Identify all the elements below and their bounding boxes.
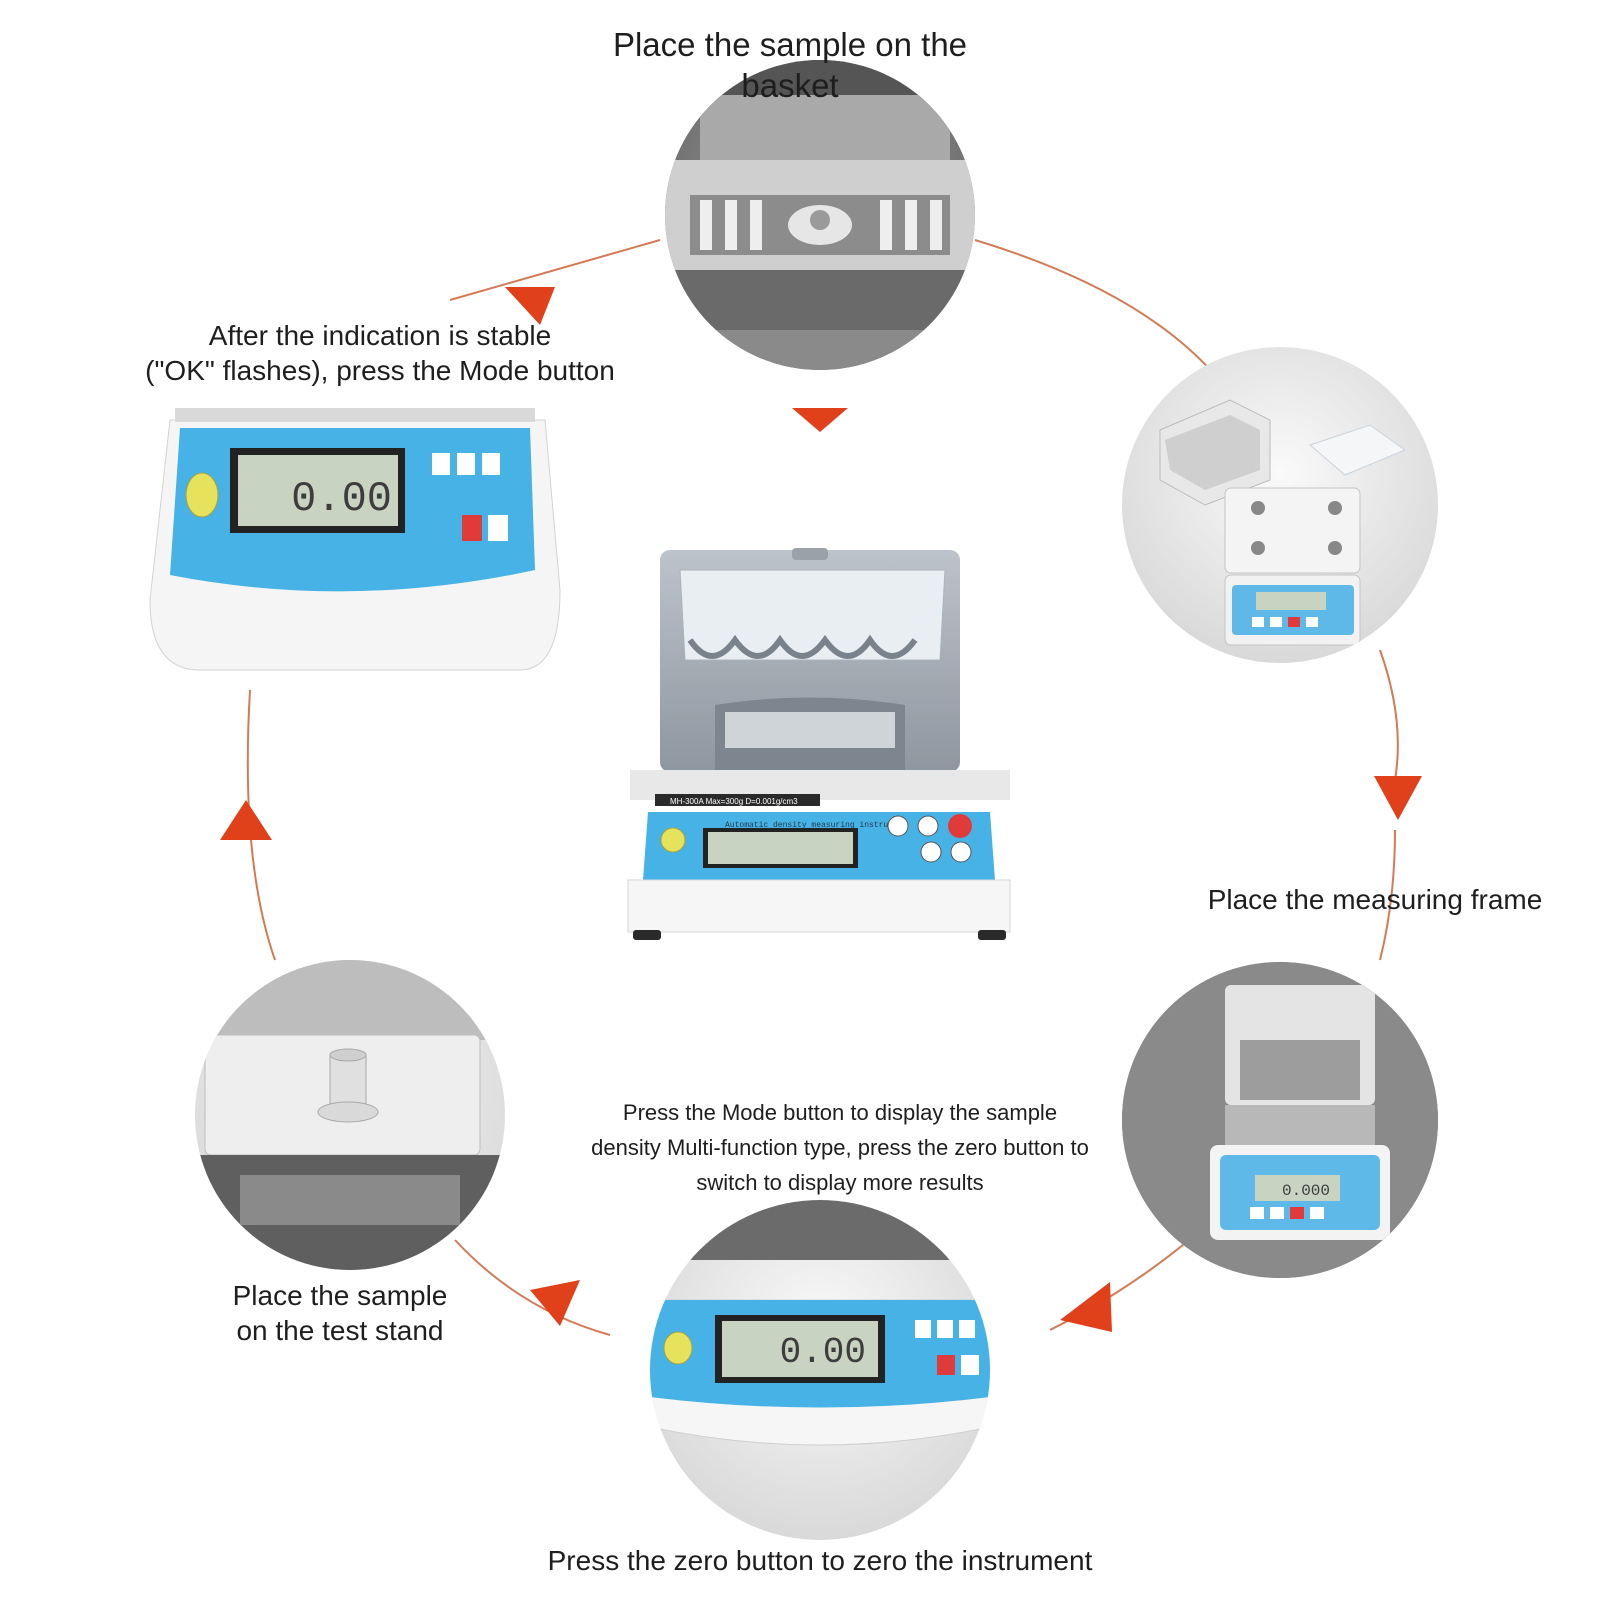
step-frame-caption: Place the measuring frame (1207, 884, 1543, 915)
test-stand-photo (195, 960, 505, 1270)
step-stand-caption: Place the sample on the test stand (190, 1278, 490, 1348)
frame-lcd-reading: 0.000 (1282, 1182, 1330, 1200)
step-stand-line: on the test stand (236, 1315, 444, 1346)
step-mode-display-line: density Multi-function type, press the z… (591, 1135, 1089, 1161)
arrow-left-icon (530, 1280, 580, 1326)
step-mode-display-line: switch to display more results (696, 1170, 984, 1196)
basket-photo (665, 60, 975, 370)
mode-lcd-reading: 0.00 (291, 475, 392, 523)
density-instrument-photo: MH-300A Max=300g D=0.001g/cm3 Automatic … (627, 548, 1011, 940)
arrow-up-right-icon (505, 287, 555, 325)
cycle-connectors (246, 239, 1399, 1336)
step-ok-caption: After the indication is stable ("OK" fla… (100, 318, 660, 388)
panel-title: Automatic density measuring instrument (725, 821, 907, 830)
step-zero-caption: Press the zero button to zero the instru… (547, 1545, 1093, 1576)
mode-panel-photo: 0.00 (149, 408, 561, 671)
zero-lcd-reading: 0.00 (780, 1332, 866, 1373)
step-ok-line: After the indication is stable (208, 320, 552, 351)
arrow-up-icon (220, 800, 272, 840)
assembled-frame-photo: 0.000 (1122, 962, 1438, 1278)
direction-arrows (220, 287, 1422, 1332)
model-strip: MH-300A Max=300g D=0.001g/cm3 (670, 797, 798, 806)
step-mode-display-line: Press the Mode button to display the sam… (622, 1100, 1058, 1125)
zero-panel-photo: 0.00 (650, 1200, 990, 1540)
arrow-down-icon (1374, 776, 1422, 820)
arrow-left-icon (1060, 1282, 1112, 1332)
frame-parts-photo (1122, 347, 1438, 663)
step-ok-line: ("OK" flashes), press the Mode button (145, 355, 615, 386)
arrow-down-icon (792, 408, 848, 432)
step-basket-caption: Place the sample on the basket (612, 26, 968, 105)
step-mode-display-caption: Press the Mode button to display the sam… (560, 1095, 1120, 1201)
step-stand-line: Place the sample (232, 1280, 448, 1311)
